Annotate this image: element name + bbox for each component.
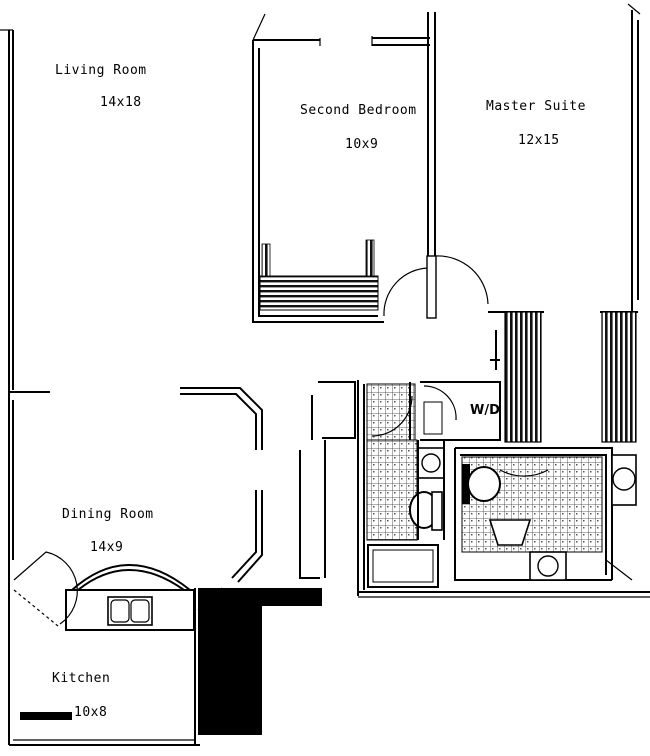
living-room-name: Living Room xyxy=(55,63,147,78)
dining-walls xyxy=(231,381,356,583)
master-bathroom xyxy=(454,447,637,581)
exterior-walls xyxy=(0,3,650,746)
second-bedroom-name: Second Bedroom xyxy=(300,103,417,118)
partition-bedrooms xyxy=(426,12,638,319)
hall-bathroom xyxy=(357,380,445,596)
master-suite-size: 12x15 xyxy=(518,133,560,148)
living-room-size: 14x18 xyxy=(100,95,142,110)
kitchen-size: 10x8 xyxy=(74,705,107,720)
living-dining-divider xyxy=(9,387,263,450)
second-bedroom-size: 10x9 xyxy=(345,137,378,152)
master-suite-name: Master Suite xyxy=(486,99,586,114)
dining-room-size: 14x9 xyxy=(90,540,123,555)
kitchen-name: Kitchen xyxy=(52,671,110,686)
dining-room-name: Dining Room xyxy=(62,507,154,522)
master-closets xyxy=(490,311,637,443)
second-bedroom-walls xyxy=(252,13,430,323)
kitchen xyxy=(13,551,322,745)
washer-dryer-label: W/D xyxy=(470,403,500,418)
laundry-closet xyxy=(420,381,501,441)
room-labels: Living Room 14x18 Second Bedroom 10x9 Ma… xyxy=(52,63,586,720)
